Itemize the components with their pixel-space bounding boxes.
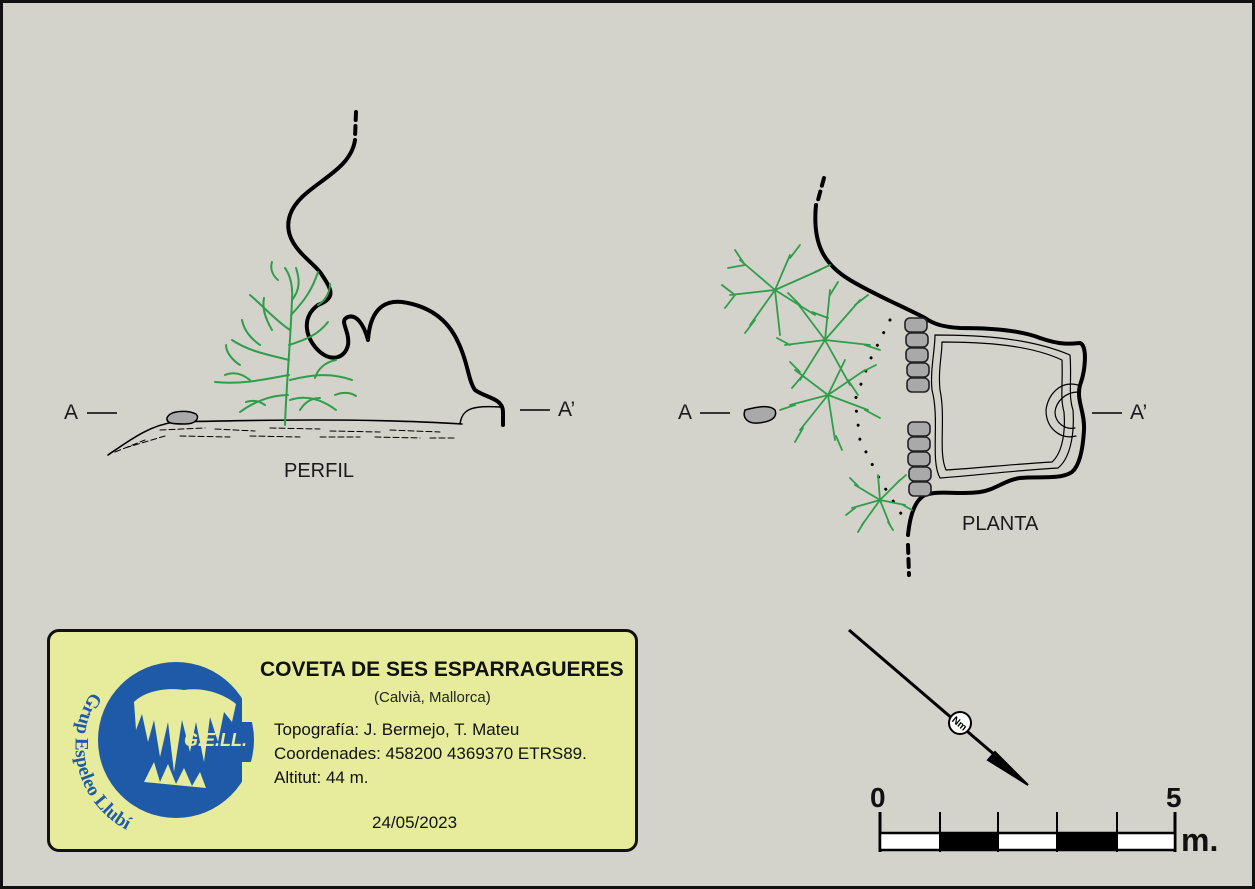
logo-initials: G.E.LL. [184, 730, 247, 750]
cave-title: COVETA DE SES ESPARRAGUERES [260, 658, 624, 681]
plan-alcove-outer [1045, 383, 1079, 438]
altitude-text: Altitut: 44 m. [274, 768, 369, 787]
topography-credit: Topografía: J. Bermejo, T. Mateu [274, 720, 520, 739]
plan-view [743, 176, 1087, 577]
plan-rock-icon [743, 405, 777, 424]
section-marker-lines [87, 409, 1122, 414]
profile-view [107, 110, 505, 456]
north-arrow-icon [848, 628, 1029, 786]
north-arrow-badge [948, 711, 972, 735]
plan-open-continuation-top [816, 176, 826, 202]
coordinates-text: Coordenades: 458200 4369370 ETRS89. [274, 744, 587, 763]
profile-floor-step [459, 405, 501, 425]
profile-section-start: A [64, 401, 79, 424]
profile-floor-line [107, 419, 463, 456]
plan-section-start: A [678, 401, 693, 424]
plan-wall-outline [813, 203, 1087, 537]
plan-block-wall [904, 317, 932, 497]
club-logo: Grup Espeleo Llubí G.E.LL. [70, 662, 264, 835]
plan-chamber-floor [930, 334, 1074, 479]
logo-cave-icon [134, 689, 236, 772]
cave-location: (Calvià, Mallorca) [374, 689, 491, 706]
survey-date: 24/05/2023 [372, 813, 458, 832]
plan-section-end: A’ [1130, 401, 1148, 424]
plan-open-continuation-bottom [906, 543, 911, 577]
scale-unit-label: m. [1181, 822, 1219, 858]
profile-section-end: A’ [558, 398, 576, 421]
plan-label: PLANTA [962, 513, 1039, 535]
profile-label: PERFIL [284, 460, 355, 482]
scale-min-label: 0 [870, 782, 886, 813]
title-block: Grup Espeleo Llubí G.E.LL. COVETA DE SES… [47, 629, 638, 852]
profile-sediment-hatching [114, 427, 456, 453]
profile-open-continuation [353, 110, 358, 140]
scale-max-label: 5 [1166, 782, 1182, 813]
scale-bar [878, 812, 1177, 852]
plan-alcove-inner [1054, 391, 1079, 429]
plan-vegetation-icon [721, 244, 913, 533]
plan-chamber-inner [938, 341, 1065, 471]
profile-rock-icon [166, 410, 199, 425]
profile-vegetation-icon [214, 261, 357, 426]
profile-wall-outline [286, 138, 505, 427]
